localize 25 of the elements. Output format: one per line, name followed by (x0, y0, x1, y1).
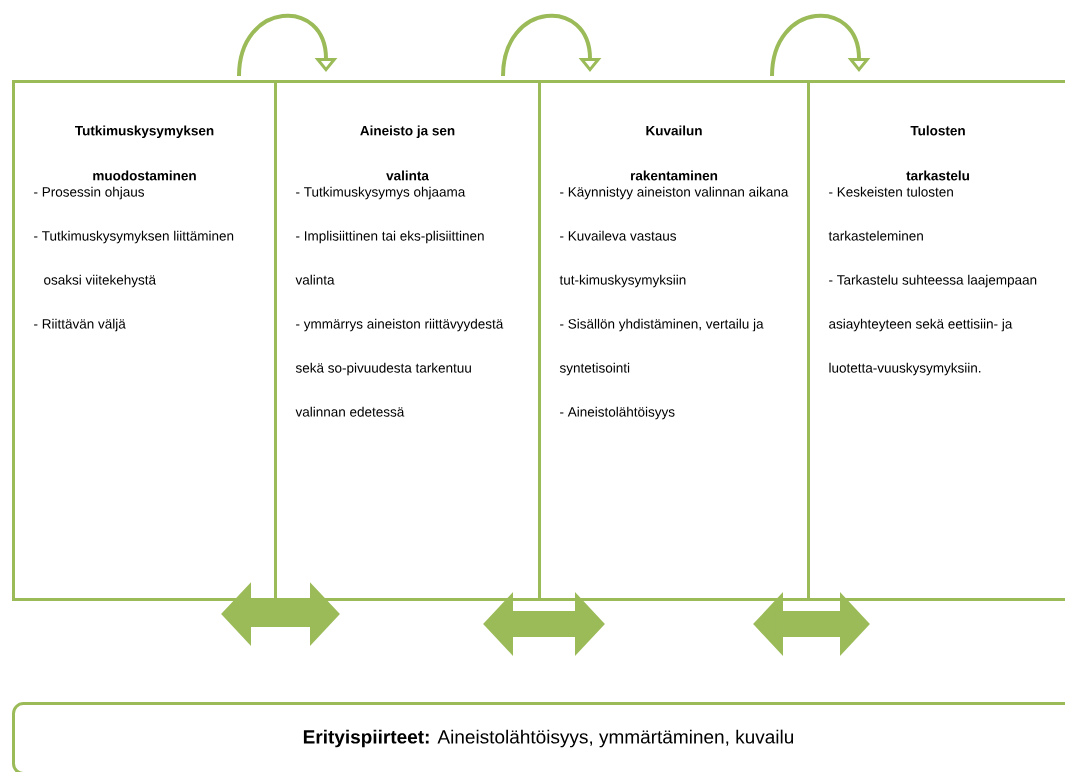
column-heading: Aineisto ja sen valinta (360, 125, 455, 181)
curved-arrow (501, 14, 602, 77)
bullet-text: - Riittävän väljä (34, 318, 126, 332)
stage-column (274, 80, 541, 601)
stage-column (538, 80, 810, 601)
column-heading: Tulosten tarkastelu (906, 125, 969, 181)
column-heading: Tutkimuskysymyksen muodostaminen (75, 125, 214, 181)
summary-box (12, 702, 1065, 772)
bullet-text: - Keskeisten tulosten tarkasteleminen (828, 186, 953, 241)
bullet-text: - Kuvaileva vastaus tut-kimuskysymyksiin (559, 230, 686, 288)
stage-column (807, 80, 1065, 601)
bullet-text: - Tutkimuskysymys ohjaama (296, 186, 466, 200)
bullet-text: - Sisällön yhdistäminen, vertailu ja syntetisointi (559, 318, 764, 376)
bullet-text: - Käynnistyy aineiston valinnan aikana (560, 186, 789, 200)
column-heading: Kuvailun rakentaminen (631, 125, 718, 181)
stage-column (12, 80, 277, 601)
bullet-text: - ymmärrys aineiston riittävyydestä sekä so-pivuudesta tarkentuu valinnan edetessä (295, 318, 504, 417)
curved-arrow (237, 14, 338, 77)
bullet-text: - Tutkimuskysymyksen liittäminen osaksi viitekehystä (34, 230, 234, 288)
curved-arrow (770, 14, 871, 77)
bullet-text: - Aineistolähtöisyys (560, 406, 675, 420)
bullet-text: - Tarkastelu suhteessa laajempaan asiayhteyteen sekä eettisiin- ja luotetta-vuuskysymyksiin. (829, 274, 1037, 376)
bullet-text: - Prosessin ohjaus (34, 186, 145, 200)
bullet-text: - Implisiittinen tai eks-plisiittinen valinta (295, 230, 484, 285)
summary-text: Erityispiirteet: Aineistolähtöisyys, ymmärtäminen, kuvailu (303, 729, 794, 748)
